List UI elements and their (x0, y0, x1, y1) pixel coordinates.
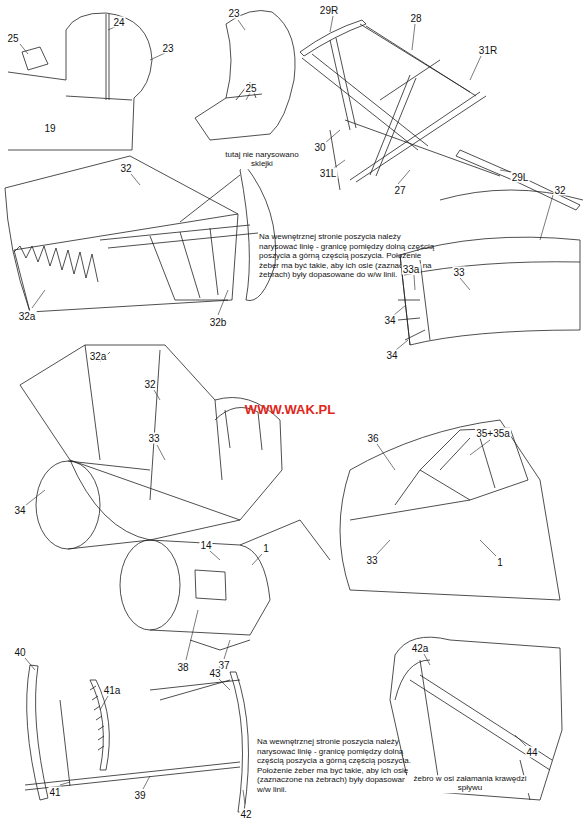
callout-number: 34 (13, 505, 26, 516)
callout-number: 14 (199, 540, 212, 551)
watermark: WWW.WAK.PL (244, 403, 336, 417)
callout-number: 38 (176, 662, 189, 673)
rib-teeth (14, 246, 98, 282)
engine-cowl (150, 520, 330, 650)
callout-number: 32 (119, 163, 132, 174)
wing-44 (390, 637, 562, 800)
callout-number: 42 (239, 809, 252, 820)
callout-number: 34 (385, 350, 398, 361)
callout-number: 25 (244, 83, 257, 94)
callout-number: 33 (365, 555, 378, 566)
callout-number: 23 (161, 43, 174, 54)
callout-number: 19 (43, 123, 56, 134)
leader-line (20, 16, 553, 804)
callout-number: 40 (13, 647, 26, 658)
instruction-note: Na wewnętrznej stronie poszycia należy n… (256, 737, 423, 795)
callout-number: 32 (553, 185, 566, 196)
wing-assembly (20, 345, 282, 540)
wing-32 (5, 156, 238, 312)
callout-number: 33a (402, 264, 421, 275)
callout-number: 29R (319, 5, 339, 16)
note-text: żebro w osi załamania krawędzi spływu (405, 775, 535, 793)
callout-number: 25 (6, 33, 19, 44)
wing-ribs (100, 165, 276, 301)
callout-number: 41 (48, 787, 61, 798)
cockpit-part (340, 420, 560, 600)
callout-number: 33 (452, 267, 465, 278)
callout-number: 31L (319, 168, 338, 179)
callout-number: 28 (409, 13, 422, 24)
callout-number: 35+35a (475, 428, 511, 439)
callout-number: 41a (103, 685, 122, 696)
cowling (68, 408, 262, 550)
callout-number: 30 (313, 142, 326, 153)
callout-number: 23 (227, 8, 240, 19)
rib-teeth-41a (90, 686, 104, 750)
callout-number: 27 (393, 185, 406, 196)
part-25 (22, 47, 48, 70)
callout-number: 32a (18, 311, 37, 322)
callout-number: 1 (496, 557, 504, 568)
callout-number: 32 (143, 379, 156, 390)
callout-number: 34 (383, 315, 396, 326)
callout-number: 43 (208, 668, 221, 679)
callout-number: 31R (478, 45, 498, 56)
callout-number: 29L (511, 172, 530, 183)
callout-number: 1 (262, 543, 270, 554)
engine-front (120, 540, 180, 630)
tail-frame (300, 20, 580, 210)
callout-number: 39 (133, 790, 146, 801)
callout-number: 32b (209, 317, 228, 328)
callout-number: 24 (112, 17, 125, 28)
callout-number: 42a (411, 643, 430, 654)
callout-number: 33 (147, 433, 160, 444)
callout-number: 44 (525, 747, 538, 758)
stabilizer-frame (25, 665, 249, 812)
tail-fin (8, 13, 152, 150)
callout-number: 36 (366, 433, 379, 444)
callout-number: 32a (89, 351, 108, 362)
nose-cylinder (36, 461, 100, 549)
note-text: tutaj nie narysowano sklejki (216, 151, 308, 169)
